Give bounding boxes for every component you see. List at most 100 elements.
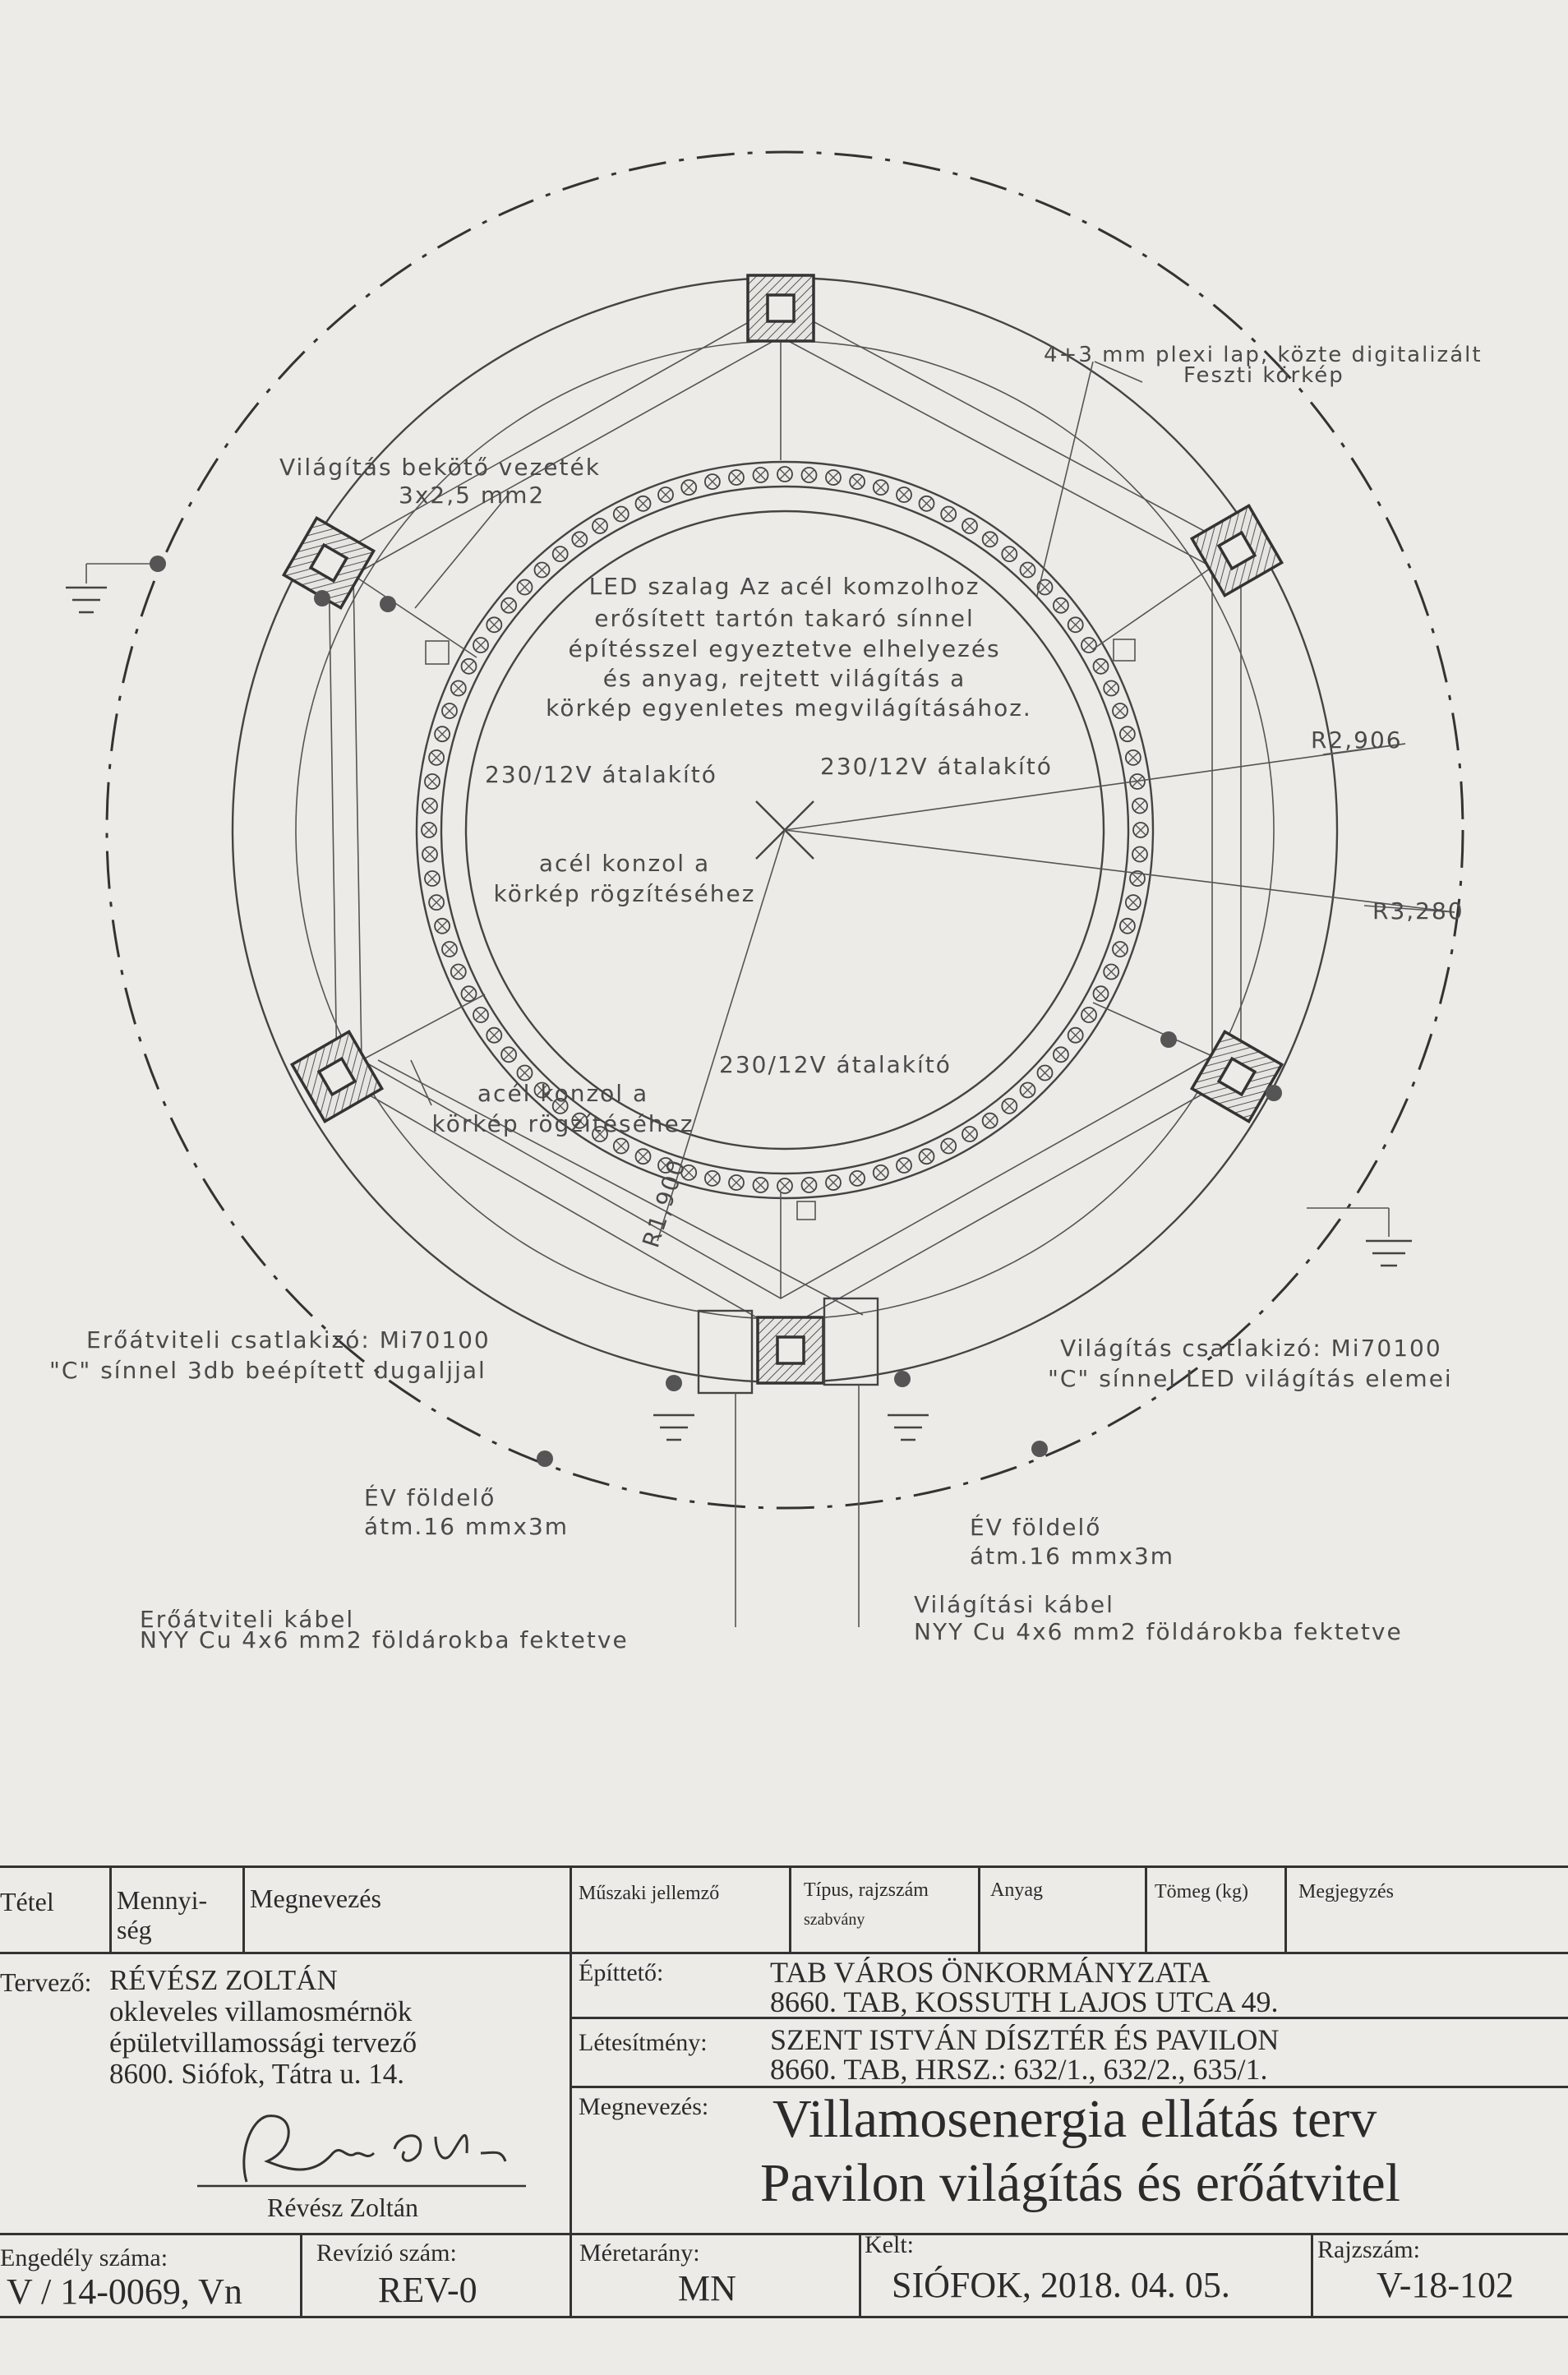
header-megnevezes: Megnevezés xyxy=(250,1884,381,1913)
led-cross xyxy=(1070,619,1081,630)
led-cross xyxy=(503,600,514,611)
led-cross xyxy=(1022,565,1033,575)
led-cross xyxy=(1095,661,1106,672)
led-cross xyxy=(1114,943,1126,955)
led-cross xyxy=(851,1173,863,1184)
label-led-szalag: LED szalag Az acél komzolhoz erősített t… xyxy=(546,573,1032,722)
signature xyxy=(197,2114,526,2188)
led-cross xyxy=(1040,582,1050,593)
led-cross xyxy=(755,469,766,481)
led-cross xyxy=(594,1128,606,1140)
led-cross xyxy=(1022,1085,1033,1095)
led-cross xyxy=(683,1167,694,1178)
label-atalakito-left: 230/12V átalakító xyxy=(485,761,717,788)
led-cross xyxy=(537,1085,547,1095)
led-cross xyxy=(427,776,438,787)
label-radius-outer: R3,280 xyxy=(1372,897,1464,925)
led-cross xyxy=(828,472,839,483)
led-cross xyxy=(1122,920,1133,932)
led-cross xyxy=(964,520,975,532)
led-cross xyxy=(683,482,694,493)
led-ring-outer xyxy=(415,460,1155,1200)
signature-name: Révész Zoltán xyxy=(267,2193,418,2222)
led-cross xyxy=(985,1115,996,1127)
led-cross xyxy=(1055,1049,1067,1060)
led-cross xyxy=(431,897,442,908)
header-muszaki: Műszaki jellemző xyxy=(579,1883,720,1904)
meretarany-value: MN xyxy=(678,2268,736,2308)
led-ring-inner xyxy=(440,485,1130,1175)
led-cross xyxy=(424,800,436,811)
led-cross xyxy=(616,509,627,519)
meretarany-label: Méretarány: xyxy=(579,2239,700,2267)
led-cross xyxy=(964,1128,975,1140)
led-cross xyxy=(616,1141,627,1151)
led-cross xyxy=(1128,897,1139,908)
led-cross xyxy=(453,966,464,977)
led-cross xyxy=(804,469,814,481)
led-cross xyxy=(898,489,910,500)
junction-box-right xyxy=(1113,639,1136,662)
rajzszam-value: V-18-102 xyxy=(1377,2265,1515,2305)
led-cross xyxy=(875,482,887,493)
engedely-label: Engedély száma: xyxy=(0,2244,168,2271)
header-mennyiseg-2: ség xyxy=(117,1915,152,1944)
led-cross xyxy=(1105,683,1117,694)
converter-box-left xyxy=(697,1309,754,1395)
led-cross xyxy=(943,509,954,519)
led-cross xyxy=(779,468,791,480)
led-cross xyxy=(436,728,448,740)
led-cross xyxy=(463,661,474,672)
led-cross xyxy=(707,476,718,487)
led-cross xyxy=(779,1180,791,1192)
led-cross xyxy=(519,1068,530,1078)
led-cross xyxy=(1135,824,1146,836)
ground-dot-top-left xyxy=(150,556,166,572)
header-tipus-2: szabvány xyxy=(804,1911,865,1929)
header-anyag: Anyag xyxy=(990,1879,1043,1901)
led-cross xyxy=(427,873,438,884)
rajzszam-label: Rajzszám: xyxy=(1317,2236,1420,2263)
header-mennyiseg-1: Mennyi- xyxy=(117,1885,208,1915)
header-tomeg: Tömeg (kg) xyxy=(1155,1881,1248,1902)
led-cross xyxy=(707,1173,718,1184)
post-top-right xyxy=(1189,503,1284,598)
inner-circle xyxy=(464,510,1105,1151)
led-cross xyxy=(555,548,566,560)
letesitmeny-address: 8660. TAB, HRSZ.: 632/1., 632/2., 635/1. xyxy=(770,2053,1268,2086)
led-cross xyxy=(1040,1068,1050,1078)
led-cross xyxy=(475,639,487,651)
led-cross xyxy=(660,489,671,500)
led-cross xyxy=(1003,1100,1015,1112)
kelt-value: SIÓFOK, 2018. 04. 05. xyxy=(892,2265,1230,2305)
led-cross xyxy=(755,1179,766,1191)
led-cross xyxy=(555,1100,566,1112)
post-bottom-left xyxy=(289,1029,385,1124)
led-cross xyxy=(898,1160,910,1171)
led-cross xyxy=(1083,1009,1095,1021)
led-cross xyxy=(804,1179,814,1191)
megnevezes-line-1: Villamosenergia ellátás terv xyxy=(772,2089,1377,2149)
led-cross xyxy=(475,1009,487,1021)
junction-box-bottom xyxy=(796,1201,816,1220)
led-cross xyxy=(463,988,474,999)
converter-box-right xyxy=(823,1297,879,1386)
led-cross xyxy=(1070,1030,1081,1041)
led-cross xyxy=(638,1151,648,1162)
led-cross xyxy=(1134,849,1146,860)
led-cross xyxy=(574,533,585,545)
post-top-left xyxy=(281,515,376,611)
post-bottom-right xyxy=(1189,1029,1284,1124)
led-cross xyxy=(503,1049,514,1060)
radius-line-outer xyxy=(784,829,1455,913)
led-cross xyxy=(431,752,442,763)
led-cross xyxy=(444,705,455,717)
title-block: Tétel Mennyi- ség Megnevezés Műszaki jel… xyxy=(0,1865,1568,2375)
led-cross xyxy=(1105,966,1117,977)
megnevezes-line-2: Pavilon világítás és erőátvitel xyxy=(760,2153,1400,2213)
